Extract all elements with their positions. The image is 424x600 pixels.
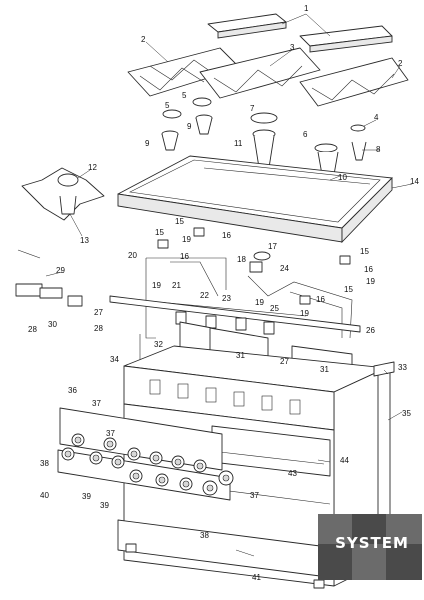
callout-labels: 1 2 2 3 4 5 5 6 7 8 9 9 10 11 12 13 14 1… bbox=[28, 4, 419, 582]
callout-27: 27 bbox=[94, 308, 103, 317]
callout-29: 29 bbox=[56, 266, 65, 275]
callout-2: 2 bbox=[398, 59, 403, 68]
callout-9: 9 bbox=[187, 122, 192, 131]
callout-22: 22 bbox=[200, 291, 209, 300]
callout-40: 40 bbox=[40, 491, 49, 500]
grate-bar-right bbox=[299, 25, 393, 53]
callout-34: 34 bbox=[110, 355, 119, 364]
callout-24: 24 bbox=[280, 264, 289, 273]
callout-27: 27 bbox=[280, 357, 289, 366]
callout-41: 41 bbox=[252, 573, 261, 582]
gas-manifold-rail bbox=[109, 295, 361, 335]
callout-38: 38 bbox=[200, 531, 209, 540]
callout-16: 16 bbox=[180, 252, 189, 261]
callout-43: 43 bbox=[288, 469, 297, 478]
watermark-logo bbox=[318, 514, 422, 580]
callout-37: 37 bbox=[106, 429, 115, 438]
callout-25: 25 bbox=[270, 304, 279, 313]
callout-5: 5 bbox=[182, 91, 187, 100]
grate-bar-left bbox=[207, 13, 287, 39]
callout-26: 26 bbox=[366, 326, 375, 335]
callout-37: 37 bbox=[250, 491, 259, 500]
callout-7: 7 bbox=[250, 104, 255, 113]
callout-31: 31 bbox=[236, 351, 245, 360]
callout-9: 9 bbox=[145, 139, 150, 148]
callout-21: 21 bbox=[172, 281, 181, 290]
callout-38: 38 bbox=[40, 459, 49, 468]
callout-39: 39 bbox=[100, 501, 109, 510]
burner-cap-small-right bbox=[350, 124, 367, 161]
callout-30: 30 bbox=[48, 320, 57, 329]
callout-4: 4 bbox=[374, 113, 379, 122]
callout-16: 16 bbox=[316, 295, 325, 304]
hob-top-plate bbox=[117, 155, 393, 244]
callout-14: 14 bbox=[410, 177, 419, 186]
wok-burner bbox=[21, 167, 105, 221]
callout-18: 18 bbox=[237, 255, 246, 264]
callout-36: 36 bbox=[68, 386, 77, 395]
pan-support-right bbox=[299, 57, 409, 107]
callout-39: 39 bbox=[82, 492, 91, 501]
callout-11: 11 bbox=[234, 139, 243, 148]
callout-20: 20 bbox=[128, 251, 137, 260]
callout-2: 2 bbox=[141, 35, 146, 44]
burner-cap-small-left bbox=[161, 109, 182, 151]
callout-5: 5 bbox=[165, 101, 170, 110]
callout-15: 15 bbox=[155, 228, 164, 237]
callout-15: 15 bbox=[175, 217, 184, 226]
callout-44: 44 bbox=[340, 456, 349, 465]
callout-19: 19 bbox=[255, 298, 264, 307]
pan-support-center bbox=[199, 47, 321, 99]
watermark-text: SYSTEM bbox=[335, 534, 409, 552]
callout-13: 13 bbox=[80, 236, 89, 245]
callout-12: 12 bbox=[88, 163, 97, 172]
callout-19: 19 bbox=[182, 235, 191, 244]
side-gas-valve bbox=[15, 249, 83, 307]
callout-19: 19 bbox=[300, 309, 309, 318]
callout-3: 3 bbox=[290, 43, 295, 52]
callout-17: 17 bbox=[268, 242, 277, 251]
callout-6: 6 bbox=[303, 130, 308, 139]
callout-10: 10 bbox=[338, 173, 347, 182]
callout-23: 23 bbox=[222, 294, 231, 303]
callout-15: 15 bbox=[360, 247, 369, 256]
callout-19: 19 bbox=[366, 277, 375, 286]
callout-1: 1 bbox=[304, 4, 309, 13]
gas-valve-cluster bbox=[157, 227, 351, 305]
leader-lines bbox=[45, 13, 413, 557]
control-knobs bbox=[61, 433, 234, 496]
callout-37: 37 bbox=[92, 399, 101, 408]
callout-33: 33 bbox=[398, 363, 407, 372]
callout-28: 28 bbox=[94, 324, 103, 333]
callout-15: 15 bbox=[344, 285, 353, 294]
callout-8: 8 bbox=[376, 145, 381, 154]
callout-32: 32 bbox=[154, 340, 163, 349]
callout-31: 31 bbox=[320, 365, 329, 374]
callout-16: 16 bbox=[364, 265, 373, 274]
burner-cap-small-mid bbox=[192, 97, 213, 135]
callout-35: 35 bbox=[402, 409, 411, 418]
callout-28: 28 bbox=[28, 325, 37, 334]
callout-19: 19 bbox=[152, 281, 161, 290]
callout-16: 16 bbox=[222, 231, 231, 240]
